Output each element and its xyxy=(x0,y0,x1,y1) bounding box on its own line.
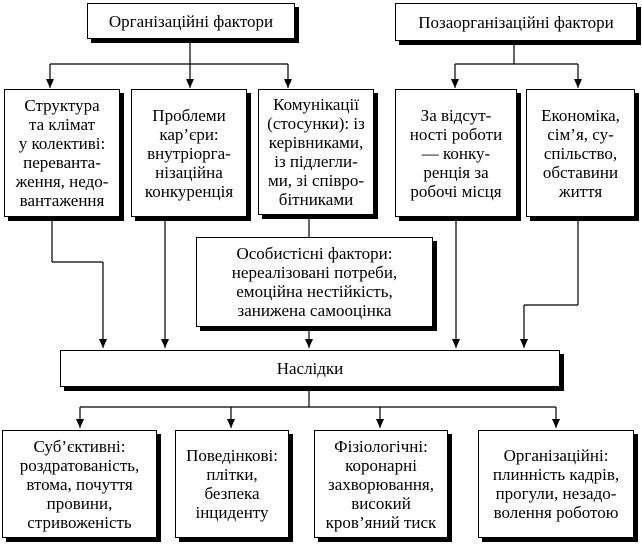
nonorg-factors-box: Позаорганізаційні фактори xyxy=(395,3,637,41)
consequences-box: Наслідки xyxy=(60,350,560,387)
org-factors-box: Організаційні фактори xyxy=(87,3,295,39)
personal-factors-box: Особистісні фактори:нереалізовані потреб… xyxy=(196,237,433,327)
organizational-outcomes-box: Організаційні:плинність кадрів,прогули, … xyxy=(478,430,634,538)
subjective-outcomes-box: Суб’єктивні:роздратованість,втома, почут… xyxy=(2,430,157,538)
